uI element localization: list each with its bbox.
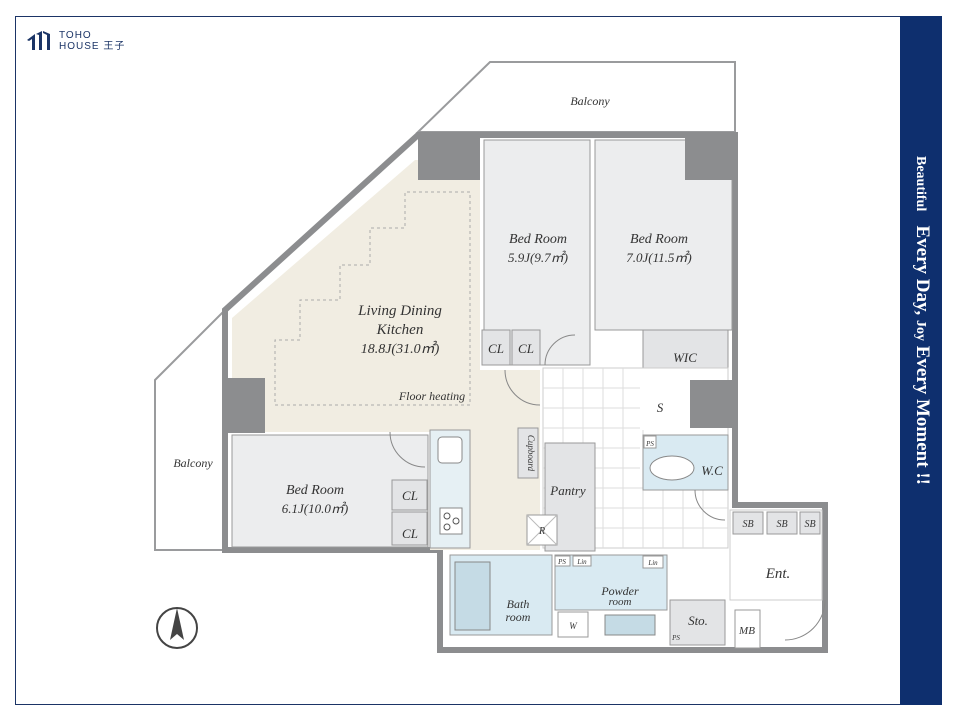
entrance-label: Ent. — [765, 566, 791, 582]
wc-label: W.C — [701, 463, 723, 478]
closet — [511, 329, 541, 366]
bathtub-icon — [454, 561, 491, 631]
logo-line-2: HOUSE 王子 — [59, 41, 126, 52]
ps-label: PS — [671, 634, 680, 642]
linen-box — [572, 555, 592, 567]
powder-room-label-2: room — [609, 596, 632, 608]
pillar — [685, 135, 735, 180]
sink-icon — [437, 436, 463, 464]
meter-box-label: MB — [738, 625, 755, 637]
linen-box — [642, 555, 664, 569]
meter-box — [734, 609, 761, 649]
vanity-icon — [604, 614, 656, 636]
door-swing — [544, 334, 576, 366]
logo-line-1: TOHO — [59, 30, 92, 41]
cupboard-label: Cupboard — [526, 435, 536, 472]
wic-label: WIC — [673, 350, 697, 365]
shoe-box-label: SB — [742, 519, 753, 530]
sto-label: Sto. — [688, 613, 708, 628]
entrance-door-swing — [784, 599, 826, 641]
bathroom-label-2: room — [506, 610, 531, 624]
bedroom-3-size: 6.1J(10.0㎡) — [282, 501, 348, 516]
shoe-box-label: SB — [776, 519, 787, 530]
ps-label: PS — [645, 440, 654, 448]
balcony-left — [154, 307, 226, 551]
toho-house-logo: TOHO HOUSE 王子 — [25, 30, 125, 52]
closet-label: CL — [488, 341, 504, 356]
linen-label: Lin — [647, 559, 658, 567]
ps-box — [643, 435, 657, 449]
refrigerator-label: R — [538, 526, 545, 537]
shoe-box — [766, 511, 798, 535]
closet — [391, 511, 428, 546]
linen-label: Lin — [576, 558, 587, 566]
toilet-icon — [649, 455, 695, 481]
bedroom-1-label: Bed Room — [509, 232, 567, 247]
closet-label: CL — [402, 526, 418, 541]
floor-heating-label: Floor heating — [398, 389, 465, 403]
door-swing — [694, 489, 726, 521]
closet-label: CL — [518, 341, 534, 356]
ldk-label-2: Kitchen — [376, 322, 424, 338]
ldk-label-1: Living Dining — [357, 303, 442, 319]
shoe-box — [732, 511, 764, 535]
pillar — [690, 380, 735, 428]
bedroom-1-floor — [483, 139, 591, 366]
shoe-box-label: SB — [804, 519, 815, 530]
floor-heating-area — [274, 191, 471, 406]
logo-mark-icon — [27, 31, 50, 50]
storage-sto — [669, 599, 726, 646]
door-swing — [504, 369, 541, 406]
bedroom-1-size: 5.9J(9.7㎡) — [508, 250, 568, 265]
balcony-top-label: Balcony — [570, 94, 610, 108]
shoe-box — [799, 511, 821, 535]
ps-box — [554, 555, 571, 567]
bedroom-3-label: Bed Room — [286, 483, 344, 498]
stove-icon — [439, 507, 463, 535]
closet-label: CL — [402, 488, 418, 503]
bedroom-2-label: Bed Room — [630, 232, 688, 247]
pantry-label: Pantry — [549, 483, 586, 498]
powder-room-label-1: Powder — [600, 584, 639, 598]
washer-label: W — [569, 621, 578, 631]
balcony-left-label: Balcony — [173, 456, 213, 470]
door-swing — [389, 431, 426, 468]
bedroom-2-size: 7.0J(11.5㎡) — [626, 250, 691, 265]
pillar — [418, 135, 480, 180]
closet — [481, 329, 511, 366]
tagline-banner: Beautiful Every Day, Joy Every Moment !! — [900, 16, 942, 705]
ldk-size: 18.8J(31.0㎡) — [361, 340, 440, 357]
cupboard — [517, 427, 539, 479]
storage-s-label: S — [657, 400, 664, 415]
north-arrow-icon — [156, 607, 198, 649]
bathroom-label-1: Bath — [507, 597, 530, 611]
ps-label: PS — [557, 558, 566, 566]
washer-space — [557, 611, 589, 638]
pillar — [225, 378, 265, 433]
closet — [391, 479, 428, 511]
